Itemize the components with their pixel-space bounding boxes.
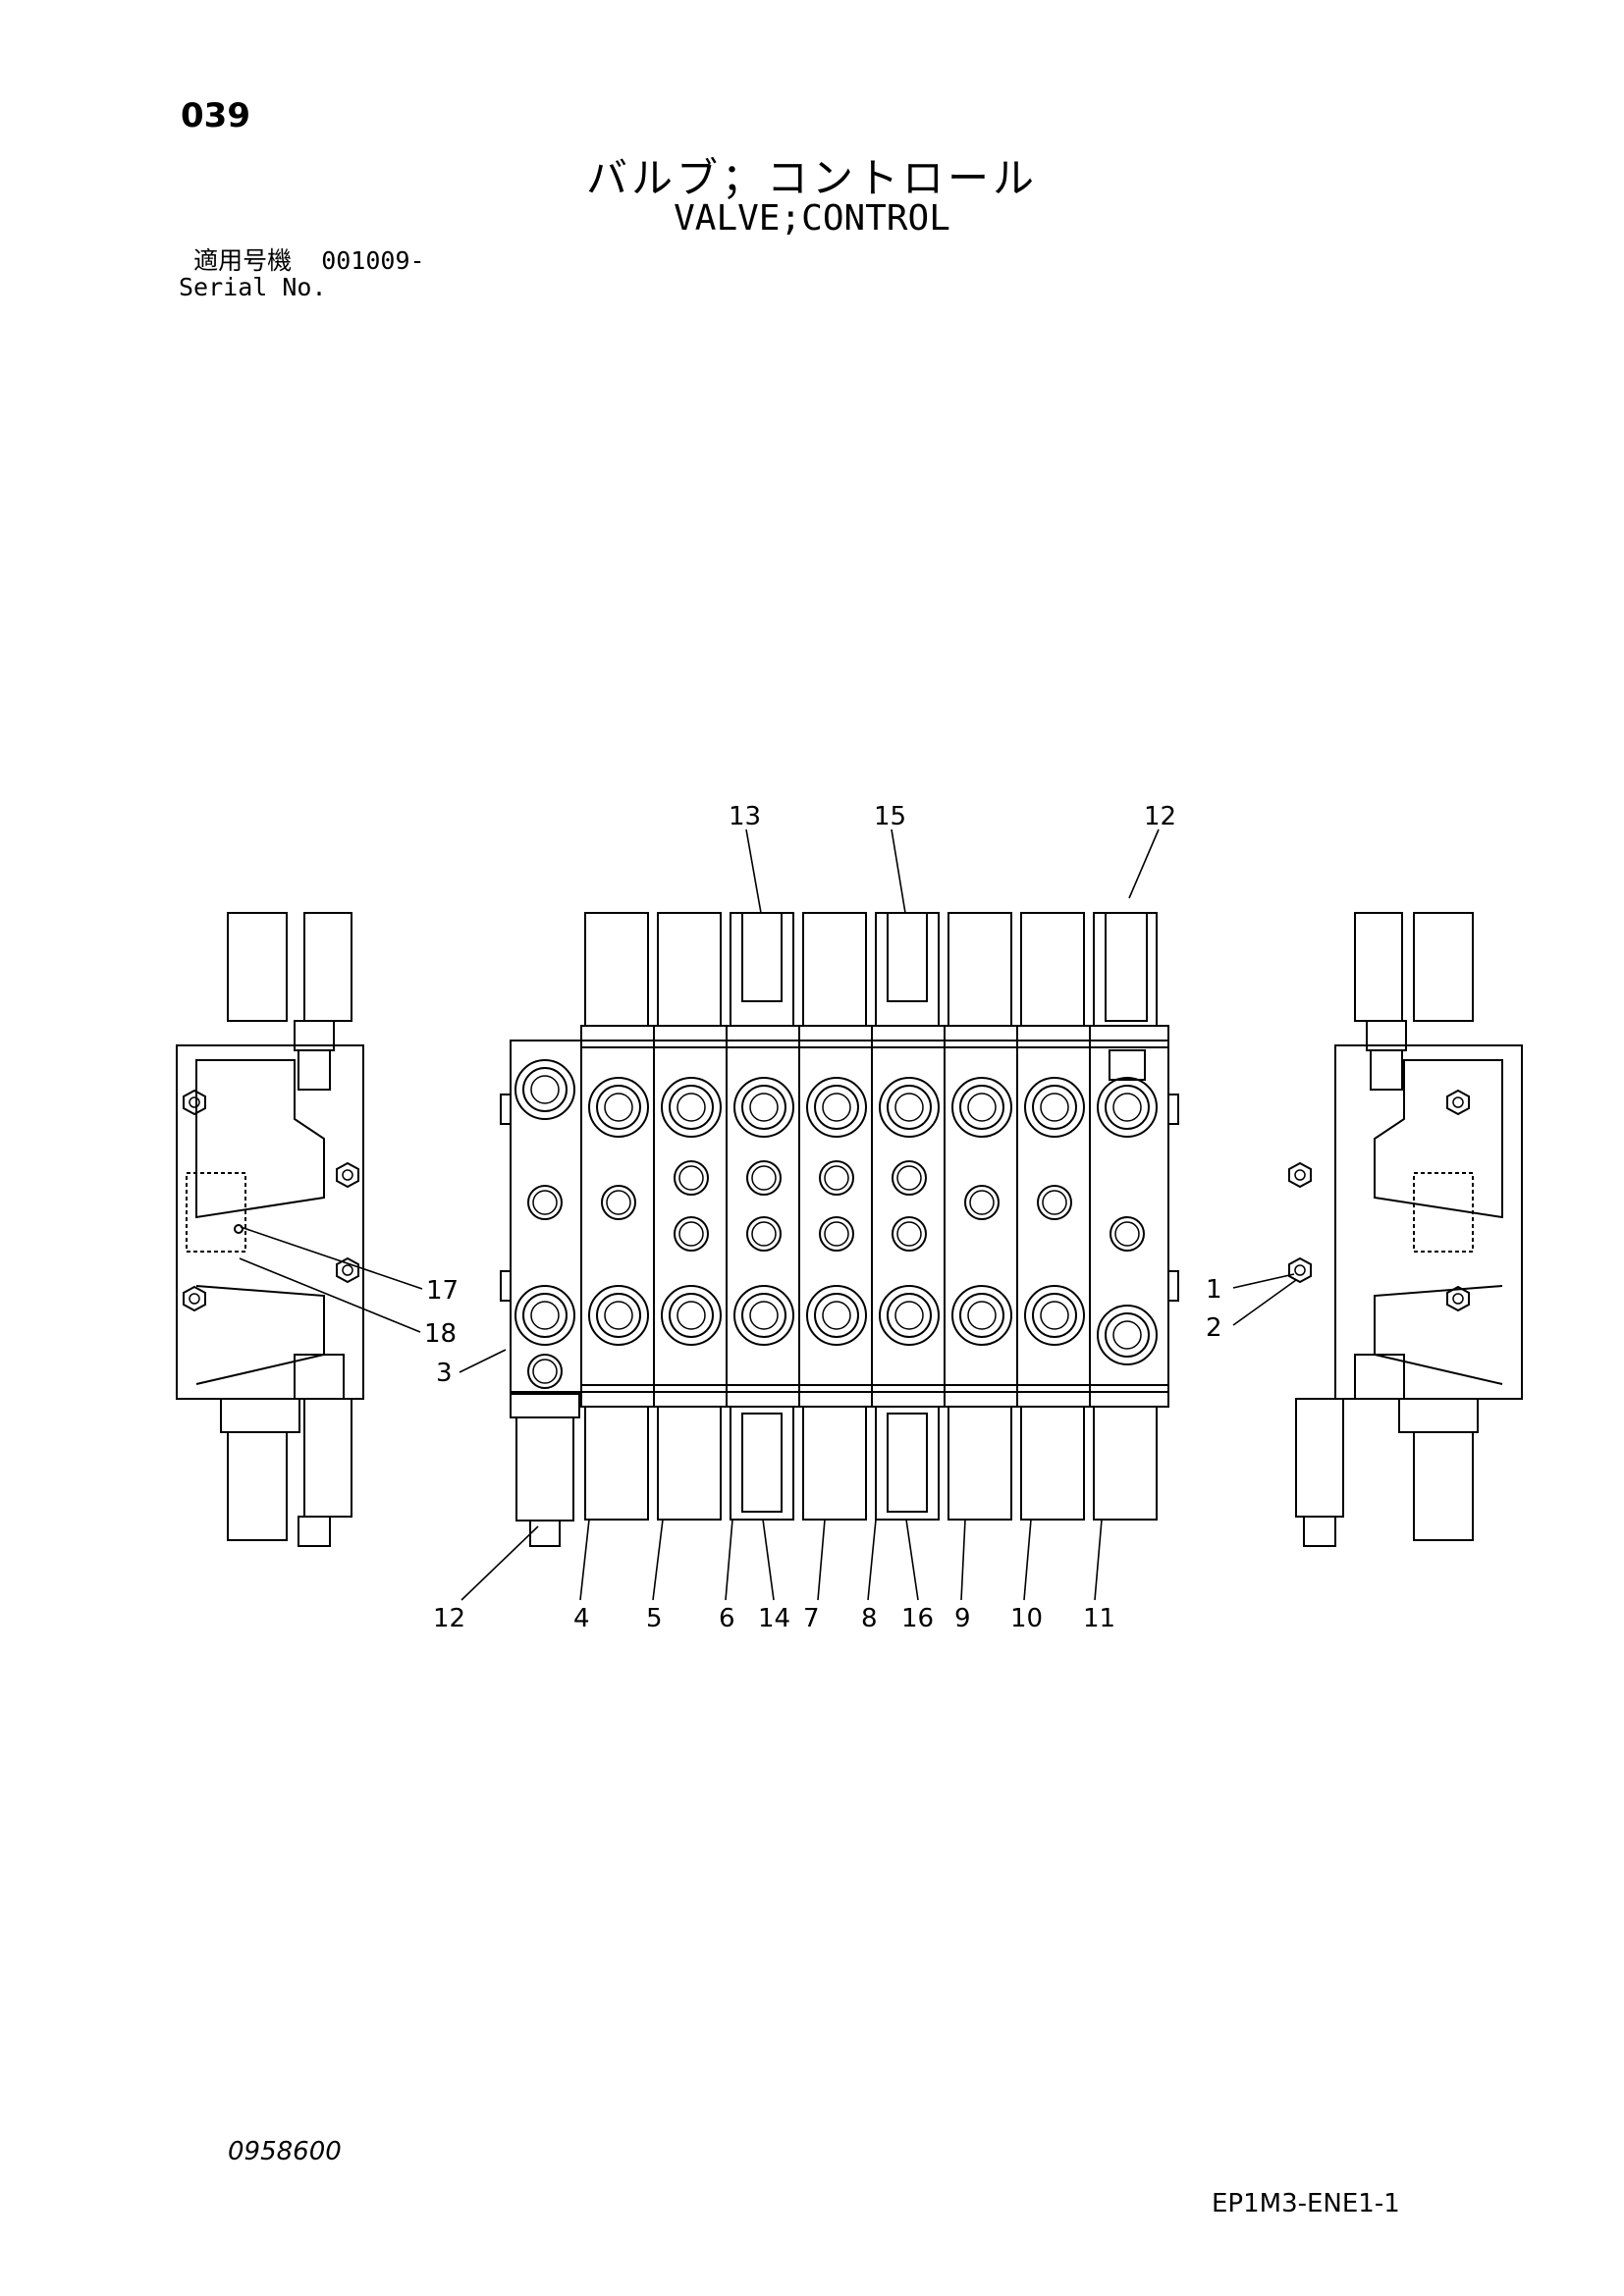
callout-12-bottom: 12 <box>433 1604 465 1633</box>
callout-4: 4 <box>573 1604 590 1633</box>
callout-8: 8 <box>861 1604 878 1633</box>
left-side-view <box>176 912 364 1547</box>
serial-label-jp: 適用号機 <box>193 246 293 275</box>
callout-2: 2 <box>1206 1313 1222 1343</box>
front-view <box>500 912 1179 1547</box>
callout-17: 17 <box>426 1276 459 1306</box>
title-japanese: バルブ；コントロール <box>585 154 1038 202</box>
serial-label-en: Serial No. <box>179 273 327 301</box>
callout-9: 9 <box>954 1604 971 1633</box>
callout-5: 5 <box>646 1604 663 1633</box>
callout-7: 7 <box>803 1604 820 1633</box>
leader-lines <box>239 828 1297 1601</box>
serial-block: 適用号機 001009- Serial No. <box>179 247 425 300</box>
callout-12-top: 12 <box>1144 802 1176 831</box>
figure-code: 0958600 <box>228 2137 342 2166</box>
callout-14: 14 <box>758 1604 790 1633</box>
title-english: VALVE;CONTROL <box>674 198 950 239</box>
callout-3: 3 <box>436 1359 453 1388</box>
callout-11: 11 <box>1083 1604 1115 1633</box>
serial-row-jp: 適用号機 001009- <box>179 246 425 275</box>
right-side-view <box>1288 912 1523 1547</box>
callout-15: 15 <box>874 802 906 831</box>
document-code: EP1M3-ENE1-1 <box>1212 2189 1400 2218</box>
callout-10: 10 <box>1010 1604 1043 1633</box>
callout-1: 1 <box>1206 1275 1222 1305</box>
serial-value: 001009- <box>321 246 425 275</box>
callout-labels: 13 15 12 17 18 3 1 2 12 4 5 6 14 7 8 16 … <box>424 802 1222 1633</box>
callout-13: 13 <box>729 802 761 831</box>
callout-16: 16 <box>901 1604 934 1633</box>
callout-6: 6 <box>719 1604 735 1633</box>
callout-18: 18 <box>424 1319 457 1349</box>
page-number: 039 <box>181 96 250 135</box>
